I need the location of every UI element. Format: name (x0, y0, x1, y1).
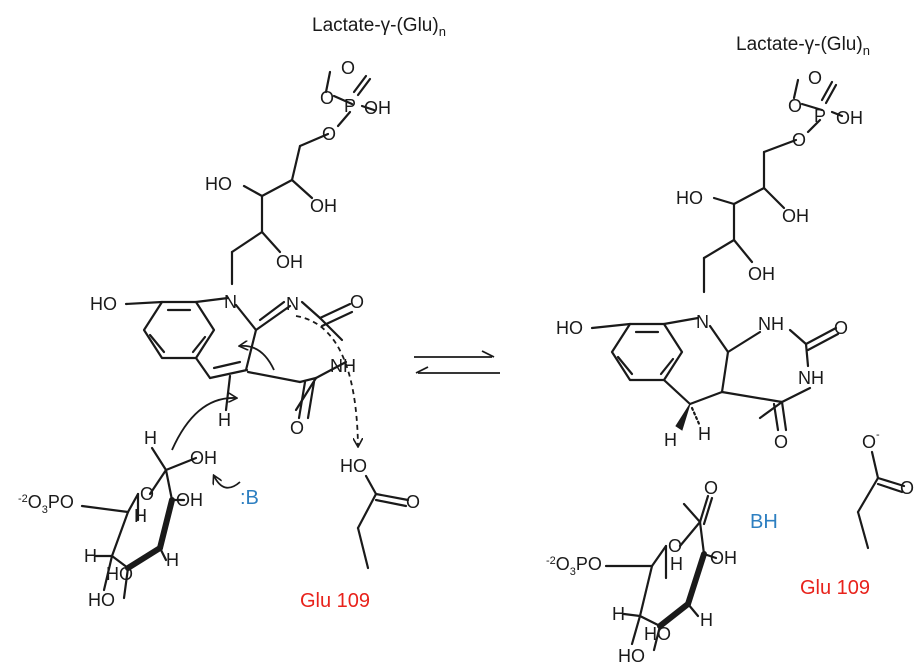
right-lactone (604, 494, 718, 652)
atom-o: O (774, 432, 788, 452)
atom-oh: OH (276, 252, 303, 272)
atom-o: O (792, 130, 806, 150)
atom-o: O (290, 418, 304, 438)
left-cofactor (124, 70, 376, 451)
atom-o: O (900, 478, 914, 498)
atom-ho: HO (676, 188, 703, 208)
atom-oh: OH (782, 206, 809, 226)
left-glu109 (356, 474, 410, 570)
glu109-label-left: Glu 109 (300, 590, 370, 612)
atom-oh: OH (710, 548, 737, 568)
atom-ho: HO (556, 318, 583, 338)
phosphate-label-left: -2O3PO (18, 492, 74, 516)
atom-ho: HO (88, 590, 115, 610)
atom-ho: HO (618, 646, 645, 664)
atom-o: O (322, 124, 336, 144)
atom-o: O (788, 96, 802, 116)
atom-h: H (698, 424, 711, 444)
atom-ho: HO (106, 564, 133, 584)
atom-h: H (84, 546, 97, 566)
atom-o: O (704, 478, 718, 498)
atom-p: P (814, 106, 826, 126)
atom-o: O (350, 292, 364, 312)
atom-n: N (224, 292, 237, 312)
atom-h: H (670, 554, 683, 574)
atom-o: O (320, 88, 334, 108)
phosphate-label-right: -2O3PO (546, 554, 602, 578)
right-glu109 (856, 450, 906, 550)
atom-nh: NH (798, 368, 824, 388)
atom-oh: OH (190, 448, 217, 468)
atom-p: P (344, 96, 356, 116)
atom-h: H (144, 428, 157, 448)
atom-n: N (696, 312, 709, 332)
right-cofactor (590, 78, 844, 432)
atom-o: O (140, 484, 154, 504)
atom-o: O (834, 318, 848, 338)
atom-h: H (700, 610, 713, 630)
atom-h: H (134, 506, 147, 526)
atom-oh: OH (364, 98, 391, 118)
atom-o: O (406, 492, 420, 512)
atom-ho: HO (340, 456, 367, 476)
atom-h: H (664, 430, 677, 450)
lactate-label-right: Lactate-γ-(Glu)n (736, 34, 870, 58)
atom-o: O (341, 58, 355, 78)
atom-ho: HO (90, 294, 117, 314)
atom-o-minus: O- (862, 429, 880, 452)
atom-oh: OH (836, 108, 863, 128)
atom-ho: HO (205, 174, 232, 194)
atom-o: O (668, 536, 682, 556)
atom-nh: NH (758, 314, 784, 334)
atom-nh: NH (330, 356, 356, 376)
conjugate-acid-label: BH (750, 511, 778, 533)
lactate-label-left: Lactate-γ-(Glu)n (312, 15, 446, 39)
atom-o: O (808, 68, 822, 88)
atom-n: N (286, 294, 299, 314)
glu109-label-right: Glu 109 (800, 577, 870, 599)
atom-oh: OH (176, 490, 203, 510)
equilibrium-arrows (414, 350, 500, 374)
atom-h: H (166, 550, 179, 570)
base-label: :B (240, 487, 259, 509)
left-glucose-6-phosphate (80, 446, 241, 600)
atom-ho: HO (644, 624, 671, 644)
atom-h: H (612, 604, 625, 624)
atom-oh: OH (310, 196, 337, 216)
atom-oh: OH (748, 264, 775, 284)
atom-h: H (218, 410, 231, 430)
